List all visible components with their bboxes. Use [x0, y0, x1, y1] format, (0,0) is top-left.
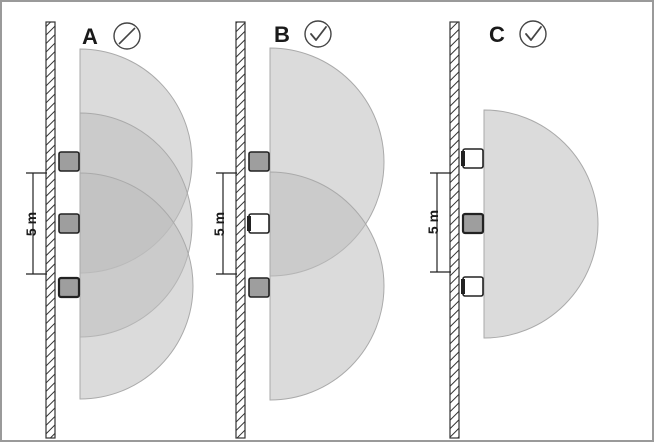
wall — [45, 21, 56, 439]
coverage-zone — [483, 109, 599, 339]
checkmark-icon — [519, 20, 547, 48]
sensor — [248, 277, 270, 298]
sensor-mount — [461, 151, 465, 166]
sensor — [462, 276, 484, 297]
panel-letter: B — [274, 22, 290, 47]
coverage-zone — [269, 171, 385, 401]
checkmark-icon — [304, 20, 332, 48]
wall — [235, 21, 246, 439]
sensor — [248, 151, 270, 172]
panel-c: 5 m C — [425, 20, 599, 439]
distance-label: 5 m — [23, 212, 39, 236]
prohibited-icon — [113, 22, 141, 50]
sensor — [461, 212, 485, 235]
panel-letter: C — [489, 22, 505, 47]
sensor — [248, 213, 270, 234]
sensor — [58, 151, 80, 172]
sensor — [57, 276, 81, 299]
panel-b: 5 m B — [211, 20, 385, 439]
sensor-mount — [461, 279, 465, 294]
sensor — [462, 148, 484, 169]
sensor — [58, 213, 80, 234]
wall — [449, 21, 460, 439]
panel-a: 5 m A — [23, 21, 194, 439]
distance-label: 5 m — [425, 210, 441, 234]
coverage-zone — [79, 172, 194, 400]
sensor-mount — [247, 216, 251, 231]
distance-label: 5 m — [211, 212, 227, 236]
panel-letter: A — [82, 24, 98, 49]
